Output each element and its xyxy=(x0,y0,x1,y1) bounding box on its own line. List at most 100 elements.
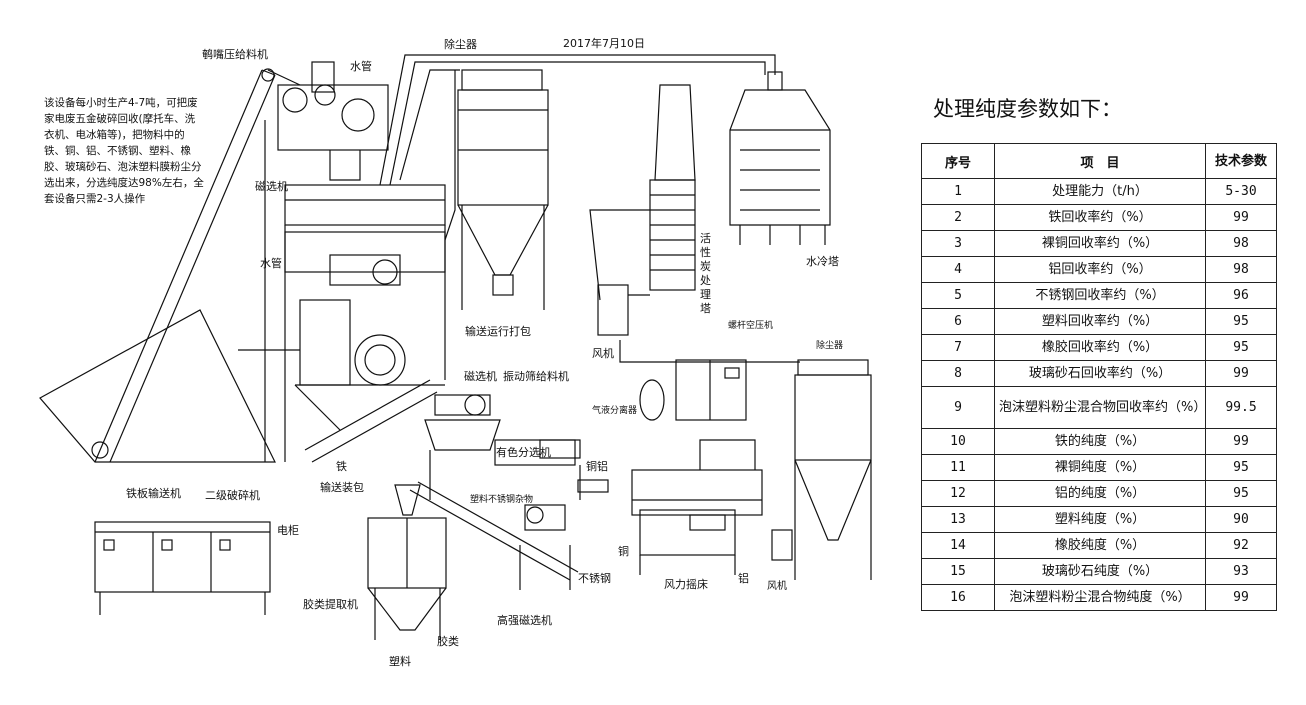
air-table-drawing xyxy=(631,439,763,575)
row-value: 95 xyxy=(1205,334,1277,361)
rubber-extractor-drawing xyxy=(367,484,447,640)
label-magnet1: 磁选机 xyxy=(255,180,288,193)
label-stainless: 不锈钢 xyxy=(578,572,611,585)
chain-conveyor-drawing xyxy=(39,68,300,463)
label-fan1: 风机 xyxy=(592,347,614,360)
row-item: 塑料回收率约（%） xyxy=(994,308,1206,335)
row-item: 橡胶纯度（%） xyxy=(994,532,1206,559)
row-value: 99 xyxy=(1205,204,1277,231)
row-item: 玻璃砂石回收率约（%） xyxy=(994,360,1206,387)
row-index: 9 xyxy=(921,386,995,429)
label-rubber: 胶类 xyxy=(437,635,459,648)
label-aluminum: 铝 xyxy=(738,572,749,585)
row-index: 11 xyxy=(921,454,995,481)
label-vibrating-feeder: 振动筛给料机 xyxy=(503,370,569,383)
row-item: 处理能力（t/h） xyxy=(994,178,1206,205)
label-water-pipe-mid: 水管 xyxy=(260,257,282,270)
label-chain-conveyor: 铁板输送机 xyxy=(126,487,181,500)
row-index: 3 xyxy=(921,230,995,257)
label-plastic-stainless: 塑料不锈钢杂物 xyxy=(470,495,534,505)
label-plastic: 塑料 xyxy=(389,655,411,668)
label-air-table: 风力摇床 xyxy=(664,578,708,591)
label-electric-cabinet: 电柜 xyxy=(277,524,299,537)
drawing-date: 2017年7月10日 xyxy=(563,37,645,50)
header-index: 序号 xyxy=(921,143,995,179)
row-value: 98 xyxy=(1205,230,1277,257)
row-value: 99 xyxy=(1205,584,1277,611)
label-dust-collector: 除尘器 xyxy=(444,38,477,51)
row-value: 95 xyxy=(1205,454,1277,481)
row-item: 裸铜纯度（%） xyxy=(994,454,1206,481)
label-carbon-tower: 活性炭处理塔 xyxy=(700,232,711,315)
row-index: 15 xyxy=(921,558,995,585)
label-copper: 铜 xyxy=(618,545,629,558)
label-packing: 输送运行打包 xyxy=(465,325,531,338)
row-item: 铁回收率约（%） xyxy=(994,204,1206,231)
row-index: 12 xyxy=(921,480,995,507)
row-item: 塑料纯度（%） xyxy=(994,506,1206,533)
row-value: 99.5 xyxy=(1205,386,1277,429)
label-water-pipe-top: 水管 xyxy=(350,60,372,73)
cooling-tower-drawing xyxy=(729,71,831,245)
label-high-intensity-magnet: 高强磁选机 xyxy=(497,614,552,627)
row-value: 5-30 xyxy=(1205,178,1277,205)
header-item: 项 目 xyxy=(994,143,1206,179)
compressor-drawing xyxy=(619,340,800,421)
row-index: 10 xyxy=(921,428,995,455)
row-value: 99 xyxy=(1205,360,1277,387)
row-index: 5 xyxy=(921,282,995,309)
label-magnet2: 磁选机 xyxy=(464,370,497,383)
label-copper-aluminum: 铜铝 xyxy=(586,460,608,473)
label-rubber-extractor: 胶类提取机 xyxy=(303,598,358,611)
label-color-sorter: 有色分选机 xyxy=(496,446,551,459)
row-item: 泡沫塑料粉尘混合物纯度（%） xyxy=(994,584,1206,611)
row-item: 铁的纯度（%） xyxy=(994,428,1206,455)
row-index: 16 xyxy=(921,584,995,611)
equipment-drawing xyxy=(39,54,872,640)
row-value: 90 xyxy=(1205,506,1277,533)
row-index: 14 xyxy=(921,532,995,559)
feeder-drawing xyxy=(267,61,389,181)
row-index: 1 xyxy=(921,178,995,205)
row-item: 裸铜回收率约（%） xyxy=(994,230,1206,257)
row-value: 96 xyxy=(1205,282,1277,309)
label-screw-compressor: 螺杆空压机 xyxy=(728,321,774,331)
carbon-tower-drawing xyxy=(589,84,696,336)
process-diagram: 该设备每小时生产4-7吨，可把废家电废五金破碎回收(摩托车、洗衣机、电冰箱等)，… xyxy=(39,37,872,668)
row-item: 玻璃砂石纯度（%） xyxy=(994,558,1206,585)
label-gas-separator: 气液分离器 xyxy=(592,406,638,416)
row-index: 7 xyxy=(921,334,995,361)
row-index: 13 xyxy=(921,506,995,533)
row-item: 铝的纯度（%） xyxy=(994,480,1206,507)
row-value: 95 xyxy=(1205,308,1277,335)
steel-frame-drawing xyxy=(284,184,446,462)
row-index: 2 xyxy=(921,204,995,231)
label-dust-collector2: 除尘器 xyxy=(816,341,844,351)
label-secondary-crusher: 二级破碎机 xyxy=(205,489,260,502)
row-value: 99 xyxy=(1205,428,1277,455)
panel-title: 处理纯度参数如下： xyxy=(933,97,1122,121)
duct-drawing xyxy=(379,54,776,241)
separators-drawing xyxy=(304,379,609,590)
row-item: 不锈钢回收率约（%） xyxy=(994,282,1206,309)
label-cooling-tower: 水冷塔 xyxy=(806,255,839,268)
row-item: 铝回收率约（%） xyxy=(994,256,1206,283)
dust-collector2-drawing xyxy=(771,359,872,580)
row-value: 93 xyxy=(1205,558,1277,585)
row-value: 98 xyxy=(1205,256,1277,283)
table-header-row: 序号 项 目 技术参数 xyxy=(921,143,1277,179)
